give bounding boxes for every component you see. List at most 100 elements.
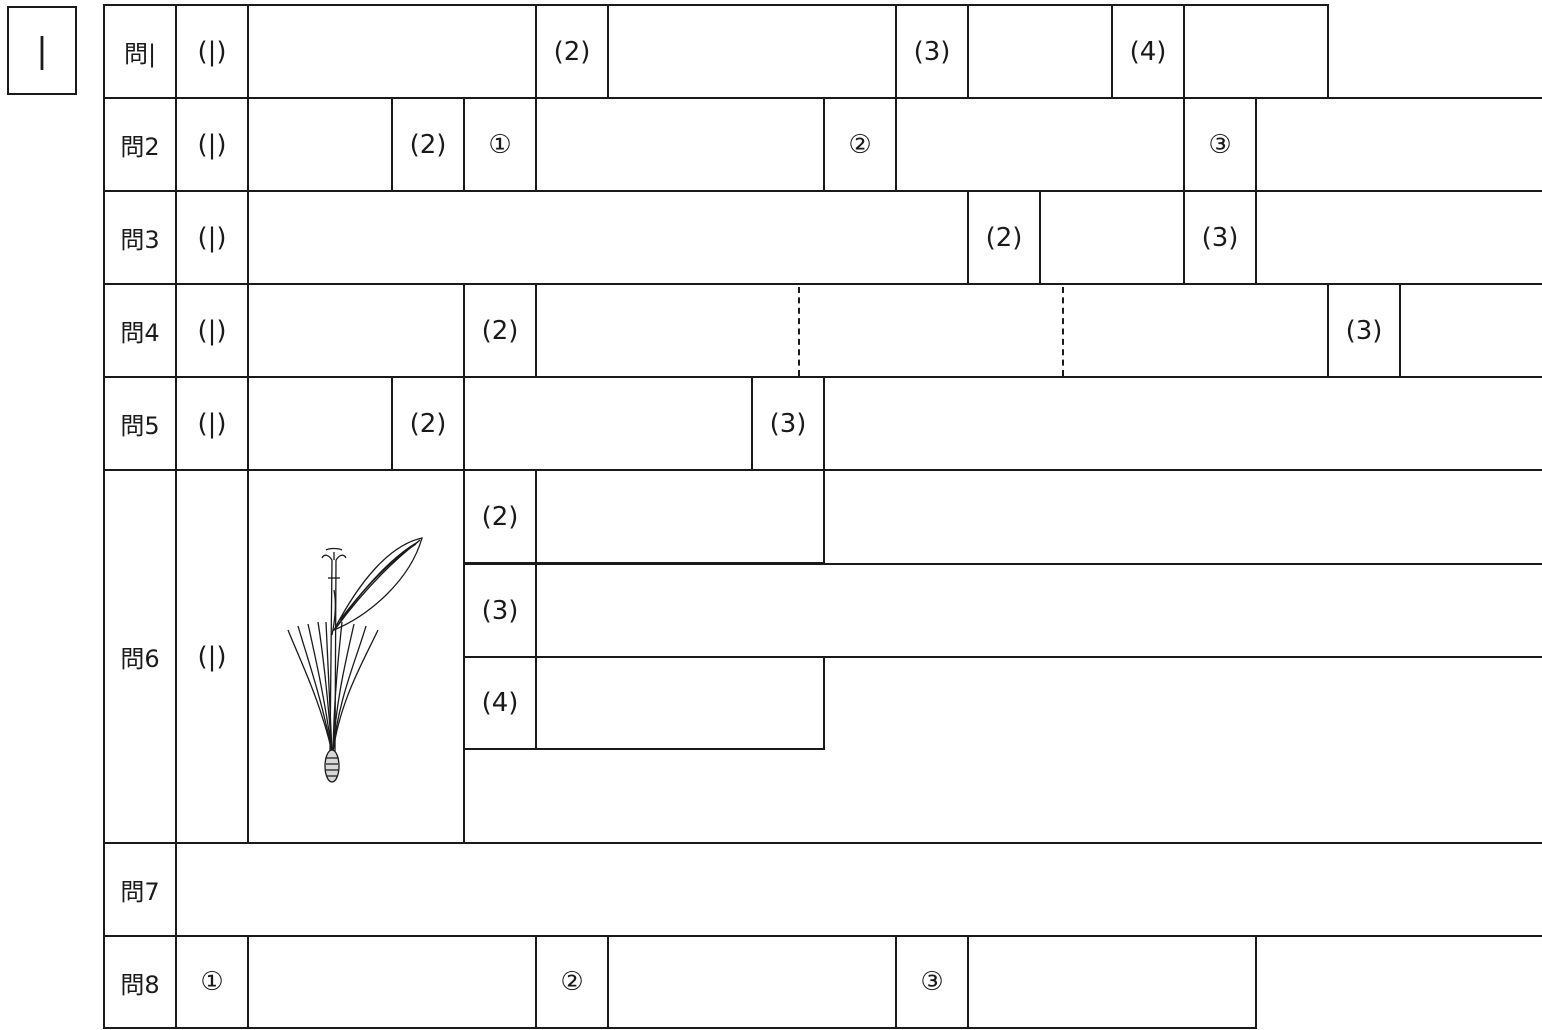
answer-cell[interactable]: [249, 99, 391, 190]
grid-vline: [1183, 190, 1185, 285]
grid-vline: [1255, 935, 1257, 1029]
question-label: 問|: [123, 40, 157, 68]
grid-vline: [535, 4, 537, 99]
grid-hline: [103, 283, 1542, 285]
answer-cell[interactable]: [249, 937, 535, 1027]
flower-stamen-pistil-illustration: [287, 537, 423, 783]
grid-vline: [535, 97, 537, 192]
question-label: 問5: [120, 412, 160, 440]
subquestion-label: (2): [409, 129, 447, 160]
subquestion-label: (3): [481, 595, 519, 626]
circled-number-label: ③: [1208, 129, 1232, 160]
grid-vline: [967, 4, 969, 99]
grid-hline: [103, 842, 1542, 844]
subquestion-label: (2): [409, 408, 447, 439]
grid-dashed-divider: [1062, 287, 1064, 376]
subquestion-label: (2): [985, 222, 1023, 253]
answer-cell[interactable]: [465, 378, 751, 469]
subquestion-label: (|): [197, 408, 227, 439]
answer-cell[interactable]: [537, 658, 823, 748]
answer-cell[interactable]: [537, 99, 823, 190]
grid-vline: [1111, 4, 1113, 99]
question-label: 問3: [120, 226, 160, 254]
section-number: |: [36, 30, 48, 71]
answer-cell[interactable]: [249, 6, 535, 97]
circled-number-label: ①: [488, 129, 512, 160]
grid-vline: [463, 97, 465, 192]
answer-cell[interactable]: [1257, 99, 1542, 190]
answer-cell[interactable]: [969, 6, 1111, 97]
grid-vline: [463, 376, 465, 471]
grid-vline: [463, 469, 465, 843]
grid-vline: [751, 376, 753, 471]
subquestion-label: (3): [1345, 315, 1383, 346]
answer-cell[interactable]: [1041, 192, 1183, 283]
subquestion-label: (3): [913, 36, 951, 67]
grid-vline: [1327, 4, 1329, 99]
question-label: 問2: [120, 133, 160, 161]
grid-vline: [1255, 97, 1257, 192]
answer-cell[interactable]: [537, 565, 1542, 656]
grid-vline: [607, 4, 609, 99]
grid-hline: [103, 190, 1542, 192]
answer-cell[interactable]: [897, 99, 1183, 190]
subquestion-label: (|): [197, 129, 227, 160]
grid-hline: [103, 469, 1542, 471]
grid-hline: [103, 97, 1542, 99]
grid-hline: [103, 935, 1542, 937]
answer-cell[interactable]: [249, 378, 391, 469]
grid-vline: [895, 935, 897, 1029]
grid-vline: [1039, 190, 1041, 285]
answer-cell[interactable]: [177, 844, 1542, 935]
subquestion-label: (4): [481, 688, 519, 718]
grid-hline: [463, 656, 1542, 658]
grid-vline: [607, 935, 609, 1029]
grid-vline: [247, 4, 249, 843]
answer-cell[interactable]: [1401, 285, 1542, 376]
question-label: 問6: [120, 645, 160, 673]
answer-cell[interactable]: [1257, 192, 1542, 283]
circled-number-label: ③: [920, 967, 944, 997]
question-label: 問8: [120, 970, 160, 999]
subquestion-label: (|): [197, 641, 227, 672]
grid-vline: [823, 97, 825, 192]
answer-cell[interactable]: [249, 285, 463, 376]
grid-vline: [1255, 190, 1257, 285]
answer-cell[interactable]: [249, 192, 967, 283]
question-label: 問7: [120, 878, 160, 906]
answer-cell[interactable]: [537, 471, 823, 562]
grid-hline: [103, 4, 1328, 6]
section-number-box: |: [7, 6, 77, 95]
subquestion-label: (2): [481, 501, 519, 532]
grid-vline: [1327, 283, 1329, 378]
circled-number-label: ①: [200, 967, 224, 997]
answer-cell[interactable]: [969, 937, 1255, 1027]
grid-hline: [463, 748, 824, 750]
grid-hline: [463, 563, 1542, 565]
grid-vline: [895, 97, 897, 192]
answer-cell[interactable]: [825, 378, 1542, 469]
answer-cell[interactable]: [609, 937, 895, 1027]
circled-number-label: ②: [848, 129, 872, 160]
grid-vline: [823, 469, 825, 564]
grid-dashed-divider: [798, 287, 800, 376]
subquestion-label: (|): [197, 36, 227, 67]
circled-number-label: ②: [560, 967, 584, 997]
grid-vline: [967, 935, 969, 1029]
grid-vline: [895, 4, 897, 99]
grid-vline: [535, 283, 537, 378]
answer-cell[interactable]: [537, 285, 1327, 376]
answer-cell[interactable]: [1185, 6, 1327, 97]
grid-hline: [103, 1027, 1256, 1029]
answer-cell[interactable]: [609, 6, 895, 97]
subquestion-label: (|): [197, 222, 227, 253]
grid-vline: [1399, 283, 1401, 378]
grid-vline: [967, 190, 969, 285]
subquestion-label: (4): [1129, 36, 1167, 67]
grid-vline: [535, 935, 537, 1029]
grid-vline: [463, 283, 465, 378]
subquestion-label: (2): [481, 315, 519, 346]
question-label: 問4: [120, 319, 160, 347]
grid-vline: [391, 97, 393, 192]
grid-vline: [823, 376, 825, 471]
